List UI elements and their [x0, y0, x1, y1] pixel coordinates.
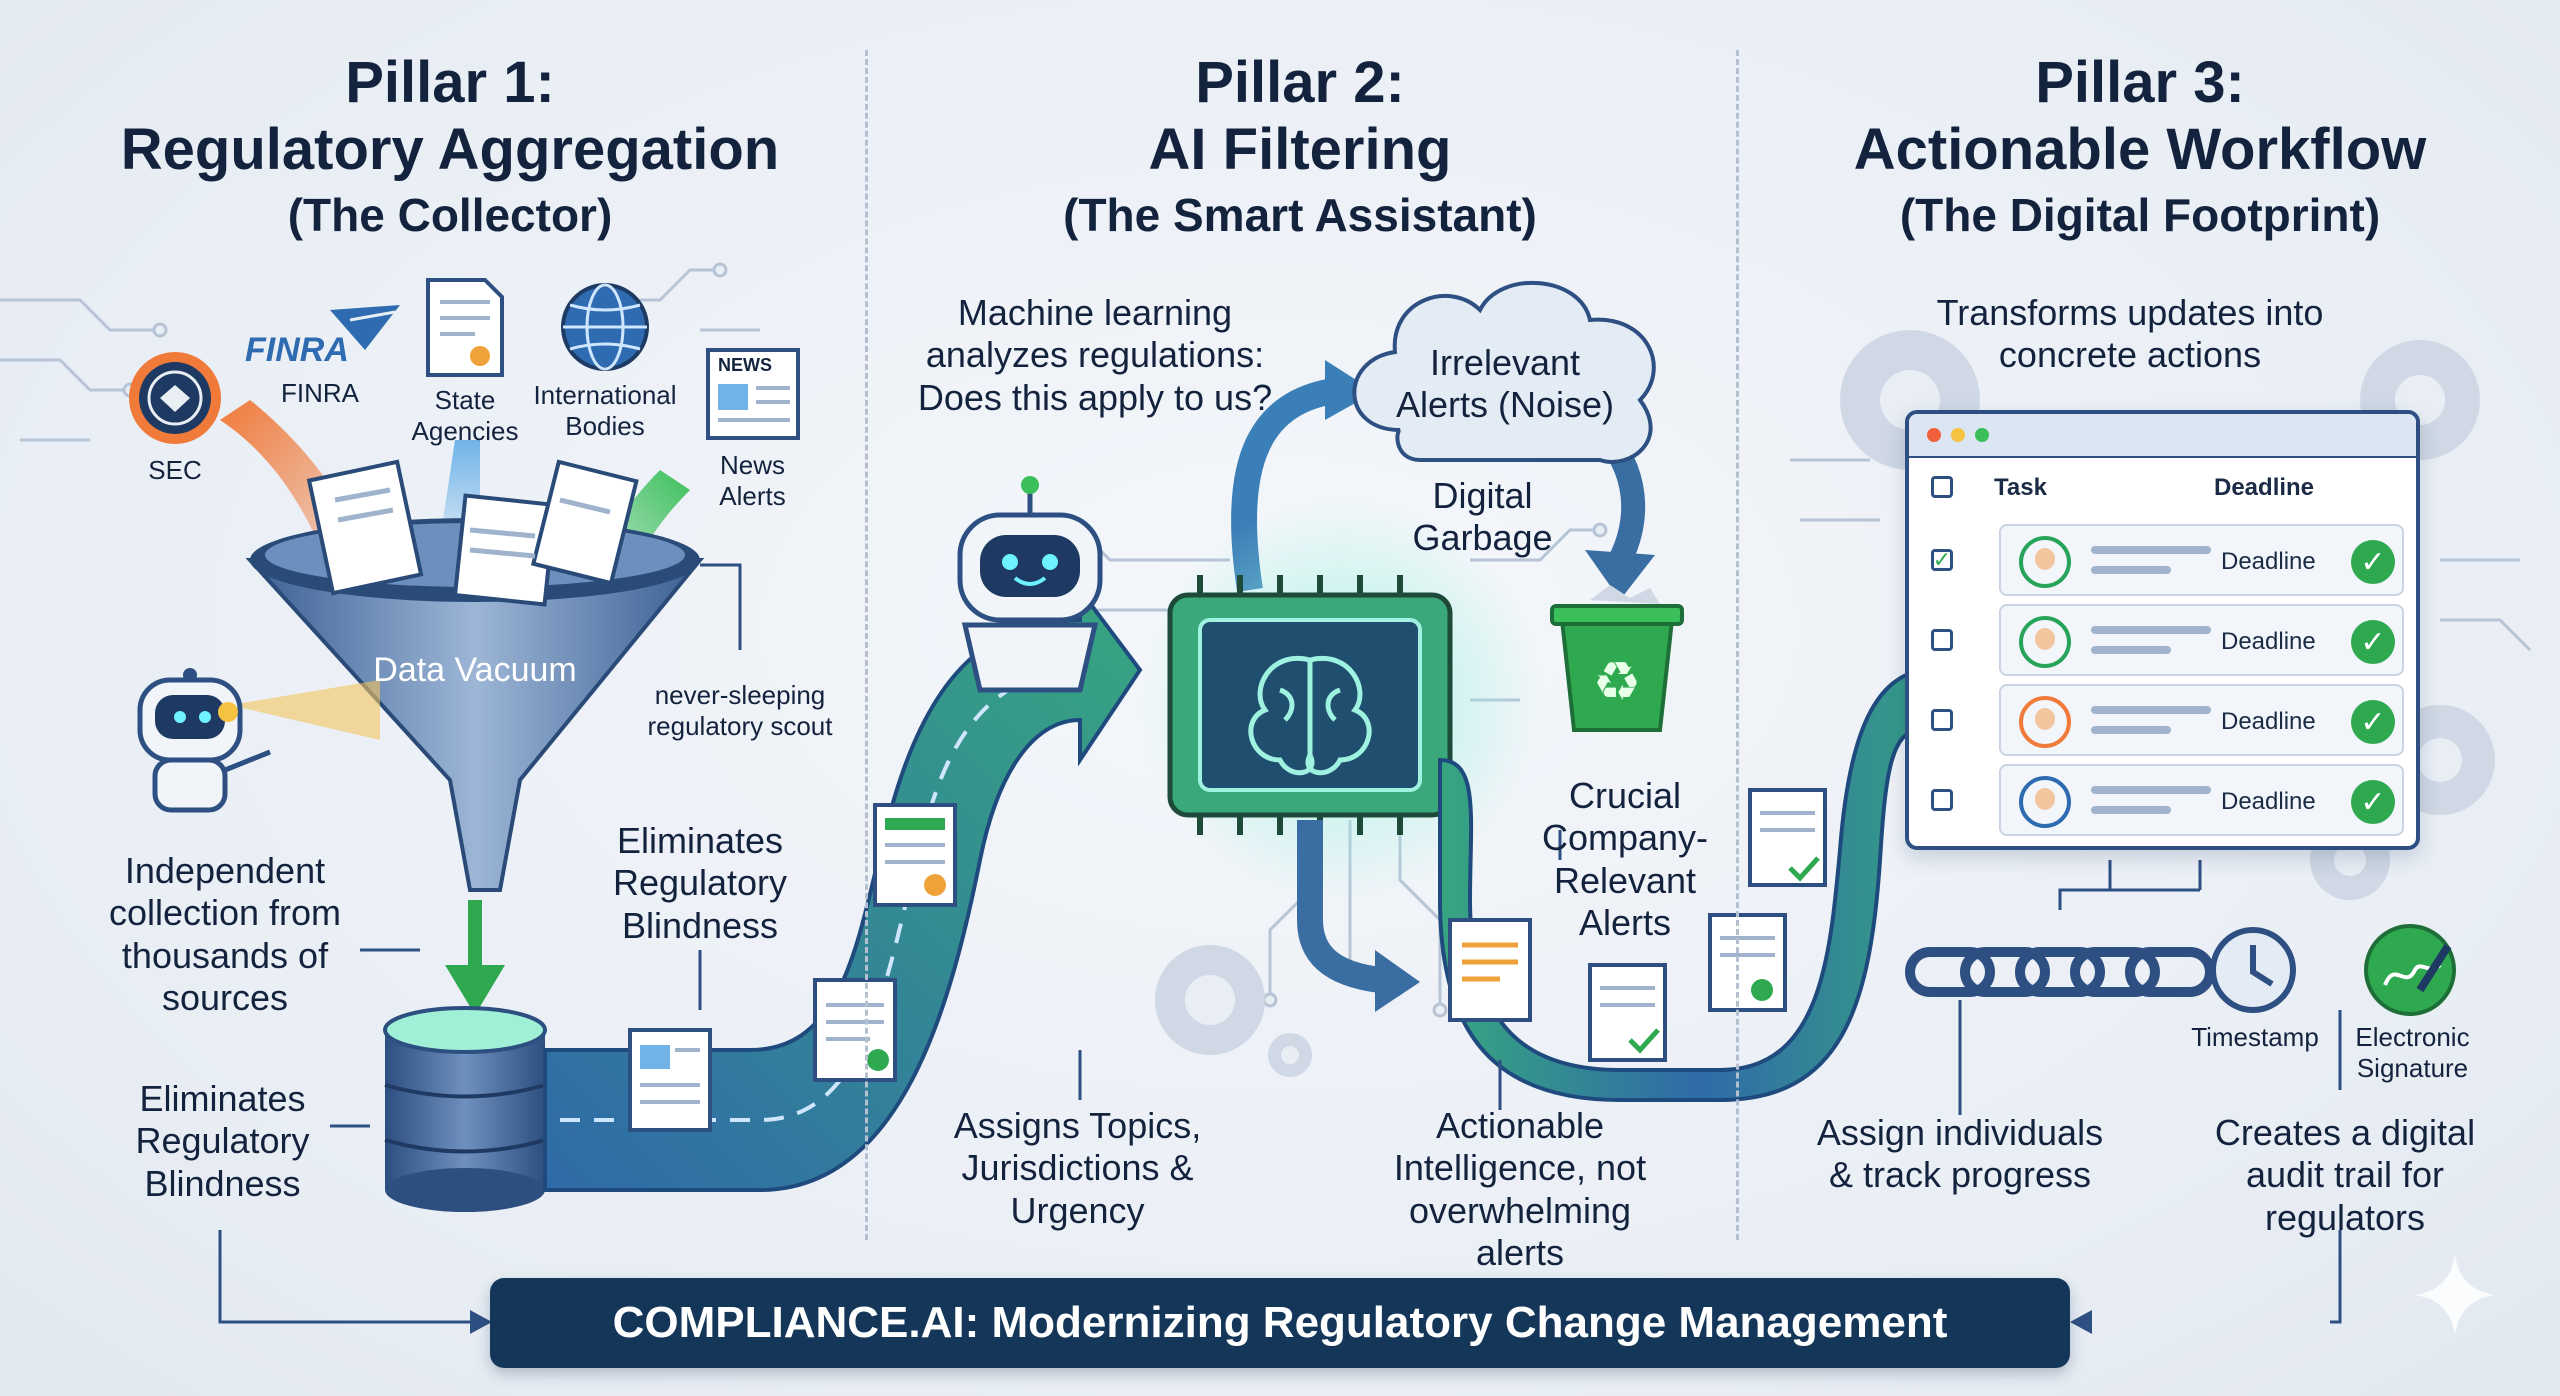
pillar-1-name: Regulatory Aggregation [120, 116, 780, 182]
garbage-label: Digital Garbage [1412, 475, 1553, 559]
pillar-2-name: AI Filtering [1148, 116, 1452, 182]
pillar-1-subtitle: (The Collector) [287, 189, 613, 241]
news-badge: NEWS [718, 355, 772, 375]
window-close-dot[interactable] [1927, 428, 1941, 442]
row-3-checkbox[interactable] [1931, 709, 1953, 731]
timestamp-label: Timestamp [2191, 1022, 2319, 1052]
finra-logo-icon [330, 305, 400, 350]
svg-text:♻: ♻ [1593, 650, 1641, 713]
task-bar [2091, 646, 2171, 654]
sparkle-icon [2415, 1255, 2495, 1335]
pillar-2-subtitle: (The Smart Assistant) [1063, 189, 1537, 241]
circuit-lines-right [1790, 458, 2532, 652]
table-row[interactable]: Deadline ✓ [1999, 684, 2404, 756]
connector-lines [218, 563, 2342, 1324]
window-maximize-dot[interactable] [1975, 428, 1989, 442]
arrow-to-intelligence [1297, 820, 1382, 993]
brain-icon [1248, 655, 1372, 776]
pillar-2-title: Pillar 2: AI Filtering [920, 50, 1680, 183]
avatar [2019, 696, 2071, 748]
task-bar [2091, 726, 2171, 734]
table-row[interactable]: Deadline ✓ [1999, 524, 2404, 596]
signature-label: Electronic Signature [2355, 1022, 2470, 1083]
source-state-agencies: State Agencies [411, 385, 519, 446]
globe-icon [561, 283, 649, 371]
check-icon: ✓ [2351, 780, 2395, 824]
source-news-alerts: News Alerts [719, 450, 786, 511]
window-minimize-dot[interactable] [1951, 428, 1965, 442]
source-finra: FINRA [281, 378, 359, 408]
task-bar [2091, 566, 2171, 574]
pillar-3-title: Pillar 3: Actionable Workflow [1780, 50, 2500, 183]
row-1-checkbox[interactable]: ✓ [1931, 547, 1953, 572]
row-deadline: Deadline [2221, 788, 2316, 815]
check-icon: ✓ [2351, 700, 2395, 744]
database-icon [383, 1006, 547, 1212]
blindness-label-mid: Eliminates Regulatory Blindness [612, 820, 788, 946]
pillar-3-subtitle: (The Digital Footprint) [1899, 189, 2381, 241]
row-4-checkbox[interactable] [1931, 789, 1953, 811]
assign-label: Assign individuals & track progress [1816, 1112, 2104, 1196]
ai-chip-icon [1167, 575, 1453, 835]
finra-logo-text: FINRA [245, 331, 349, 369]
assistant-robot-icon [957, 476, 1103, 693]
table-row[interactable]: Deadline ✓ [1999, 604, 2404, 676]
funnel-documents [306, 459, 639, 607]
pillar-3-number: Pillar 3: [2035, 50, 2245, 115]
row-deadline: Deadline [2221, 548, 2316, 575]
row-deadline: Deadline [2221, 708, 2316, 735]
task-bar [2091, 806, 2171, 814]
source-sec: SEC [148, 455, 202, 485]
task-bar [2091, 786, 2211, 794]
timestamp-clock-icon [2210, 927, 2296, 1013]
recycle-bin-icon: ♻ [1550, 585, 1684, 732]
avatar [2019, 616, 2071, 668]
collection-label: Independent collection from thousands of… [108, 850, 342, 1019]
pillar-3-name: Actionable Workflow [1853, 116, 2427, 182]
divider-2 [1736, 50, 1739, 1240]
row-2-checkbox[interactable] [1931, 629, 1953, 651]
scout-robot-icon [137, 668, 380, 813]
crucial-label: Crucial Company-Relevant Alerts [1541, 775, 1709, 944]
avatar [2019, 536, 2071, 588]
flow-documents [628, 803, 957, 1132]
source-international-bodies: International Bodies [533, 380, 677, 441]
check-icon: ✓ [2351, 620, 2395, 664]
chain-icon [1905, 947, 2215, 997]
task-tracker-window: Task Deadline ✓ Deadline ✓ Deadline ✓ De… [1905, 410, 2420, 850]
signature-icon [2364, 924, 2456, 1016]
news-icon [706, 348, 800, 440]
task-bar [2091, 706, 2211, 714]
scout-label: never-sleeping regulatory scout [647, 680, 833, 741]
funnel-label: Data Vacuum [373, 651, 577, 689]
intelligence-label: Actionable Intelligence, not overwhelmin… [1393, 1105, 1647, 1274]
avatar [2019, 776, 2071, 828]
state-agency-document-icon [426, 278, 504, 377]
pillar-1-number: Pillar 1: [345, 50, 555, 115]
ml-label: Machine learning analyzes regulations: D… [917, 292, 1273, 418]
task-bar [2091, 626, 2211, 634]
compliance-banner: COMPLIANCE.AI: Modernizing Regulatory Ch… [490, 1278, 2070, 1368]
table-row[interactable]: Deadline ✓ [1999, 764, 2404, 836]
column-task-header: Task [1994, 474, 2047, 501]
noise-cloud [1352, 280, 1656, 464]
column-deadline-header: Deadline [2214, 474, 2315, 501]
topics-label: Assigns Topics, Jurisdictions & Urgency [953, 1105, 1202, 1231]
pillar-1-title: Pillar 1: Regulatory Aggregation [80, 50, 820, 183]
transforms-label: Transforms updates into concrete actions [1936, 292, 2324, 376]
blindness-label-left: Eliminates Regulatory Blindness [135, 1078, 310, 1204]
workflow-flow-documents [1448, 788, 1827, 1062]
check-icon: ✓ [2351, 540, 2395, 584]
sec-seal-icon [129, 352, 221, 444]
row-deadline: Deadline [2221, 628, 2316, 655]
window-titlebar [1909, 414, 2416, 458]
task-bar [2091, 546, 2211, 554]
pillar-2-number: Pillar 2: [1195, 50, 1405, 115]
select-all-checkbox[interactable] [1931, 476, 1953, 498]
audit-label: Creates a digital audit trail for regula… [2214, 1112, 2476, 1238]
divider-1 [865, 50, 868, 1240]
noise-cloud-label: Irrelevant Alerts (Noise) [1395, 342, 1615, 426]
